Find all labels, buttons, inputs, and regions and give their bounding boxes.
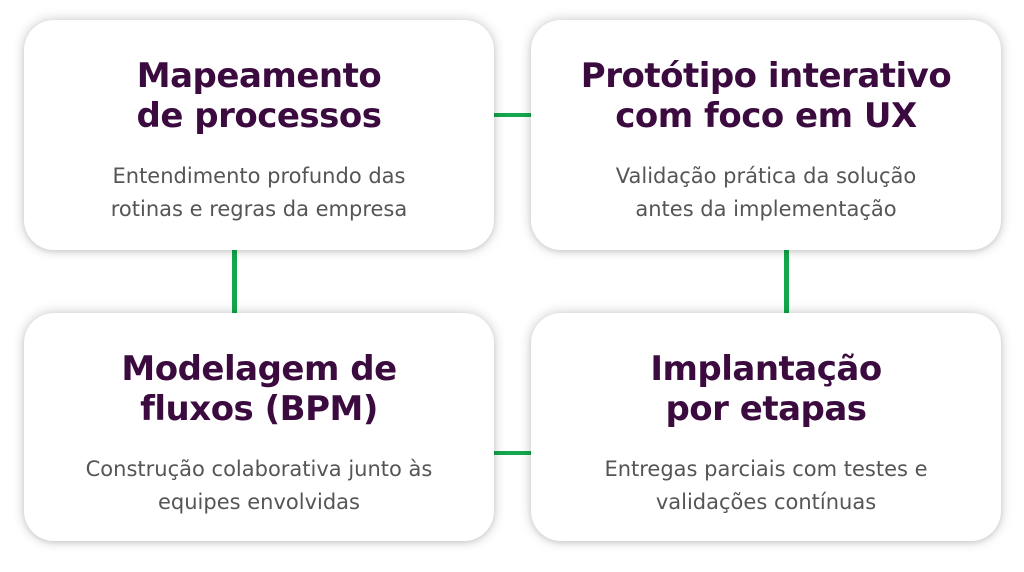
card-description-line: rotinas e regras da empresa [110,197,408,221]
card-implantacao-por-etapas: Implantação por etapas Entregas parciais… [531,313,1001,541]
card-title: Mapeamento de processos [137,56,382,136]
card-title-line: Mapeamento [136,56,382,96]
connector-modelagem-implantacao [494,451,531,455]
card-title: Implantação por etapas [650,349,882,429]
card-description: Construção colaborativa junto às equipes… [86,453,433,519]
card-description: Validação prática da solução antes da im… [616,160,916,226]
card-description-line: Validação prática da solução [615,164,917,188]
card-title-line: Implantação [650,349,882,389]
card-description: Entendimento profundo das rotinas e regr… [111,160,408,226]
card-title-line: Protótipo interativo [580,56,952,96]
card-title-line: de processos [136,96,382,136]
card-description-line: equipes envolvidas [157,490,360,514]
card-title: Modelagem de fluxos (BPM) [121,349,397,429]
card-title-line: por etapas [665,389,867,429]
card-description: Entregas parciais com testes e validaçõe… [604,453,927,519]
card-description-line: validações contínuas [655,490,877,514]
card-description-line: Construção colaborativa junto às [85,457,433,481]
card-title-line: fluxos (BPM) [140,389,378,429]
card-modelagem-de-fluxos: Modelagem de fluxos (BPM) Construção col… [24,313,494,541]
card-description-line: Entregas parciais com testes e [604,457,928,481]
card-description-line: Entendimento profundo das [112,164,406,188]
card-title-line: com foco em UX [615,96,917,136]
card-title: Protótipo interativo com foco em UX [580,56,952,136]
connector-mapeamento-prototipo [494,113,531,117]
connector-prototipo-implantacao [784,250,789,313]
card-prototipo-interativo: Protótipo interativo com foco em UX Vali… [531,20,1001,250]
card-description-line: antes da implementação [635,197,897,221]
card-title-line: Modelagem de [121,349,397,389]
card-mapeamento-de-processos: Mapeamento de processos Entendimento pro… [24,20,494,250]
connector-mapeamento-modelagem [232,250,237,313]
